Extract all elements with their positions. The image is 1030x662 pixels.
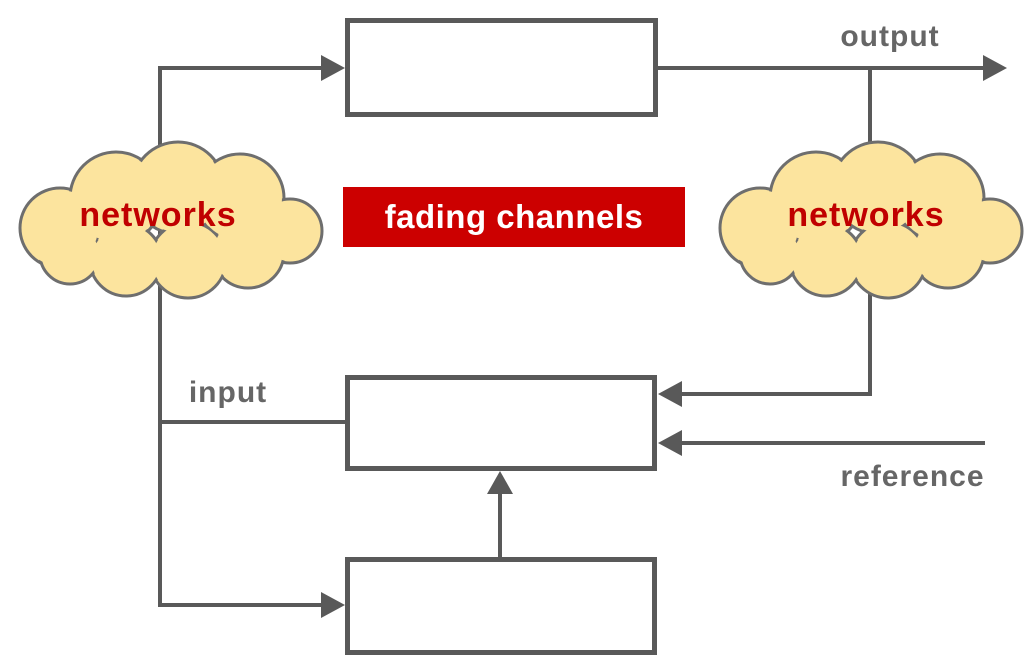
- output-label: output: [840, 20, 940, 53]
- arrowhead-up-into-middle-icon: [487, 471, 513, 494]
- top-process-box: [345, 18, 658, 117]
- connector-bottom-to-middle-box: [498, 490, 502, 557]
- connector-input-into-middle-box: [158, 420, 345, 424]
- input-label: input: [188, 376, 268, 409]
- connector-cloud-into-middle-box: [682, 392, 872, 396]
- left-networks-cloud: networks: [18, 140, 324, 300]
- arrowhead-into-top-box-icon: [321, 55, 345, 81]
- connector-reference: [682, 441, 985, 445]
- connector-output: [658, 66, 983, 70]
- middle-process-box: [345, 375, 657, 471]
- arrowhead-reference-icon: [658, 430, 682, 456]
- connector-into-top-box: [158, 66, 322, 70]
- connector-left-vertical: [158, 66, 162, 607]
- fading-channels-banner: fading channels: [343, 187, 685, 247]
- right-networks-cloud: networks: [718, 140, 1024, 300]
- arrowhead-into-bottom-box-icon: [321, 592, 345, 618]
- bottom-process-box: [345, 557, 657, 655]
- arrowhead-output-icon: [983, 55, 1007, 81]
- arrowhead-into-middle-box-icon: [658, 381, 682, 407]
- right-cloud-label: networks: [787, 196, 944, 234]
- reference-label: reference: [840, 460, 985, 493]
- connector-into-bottom-box: [158, 603, 322, 607]
- left-cloud-label: networks: [79, 196, 236, 234]
